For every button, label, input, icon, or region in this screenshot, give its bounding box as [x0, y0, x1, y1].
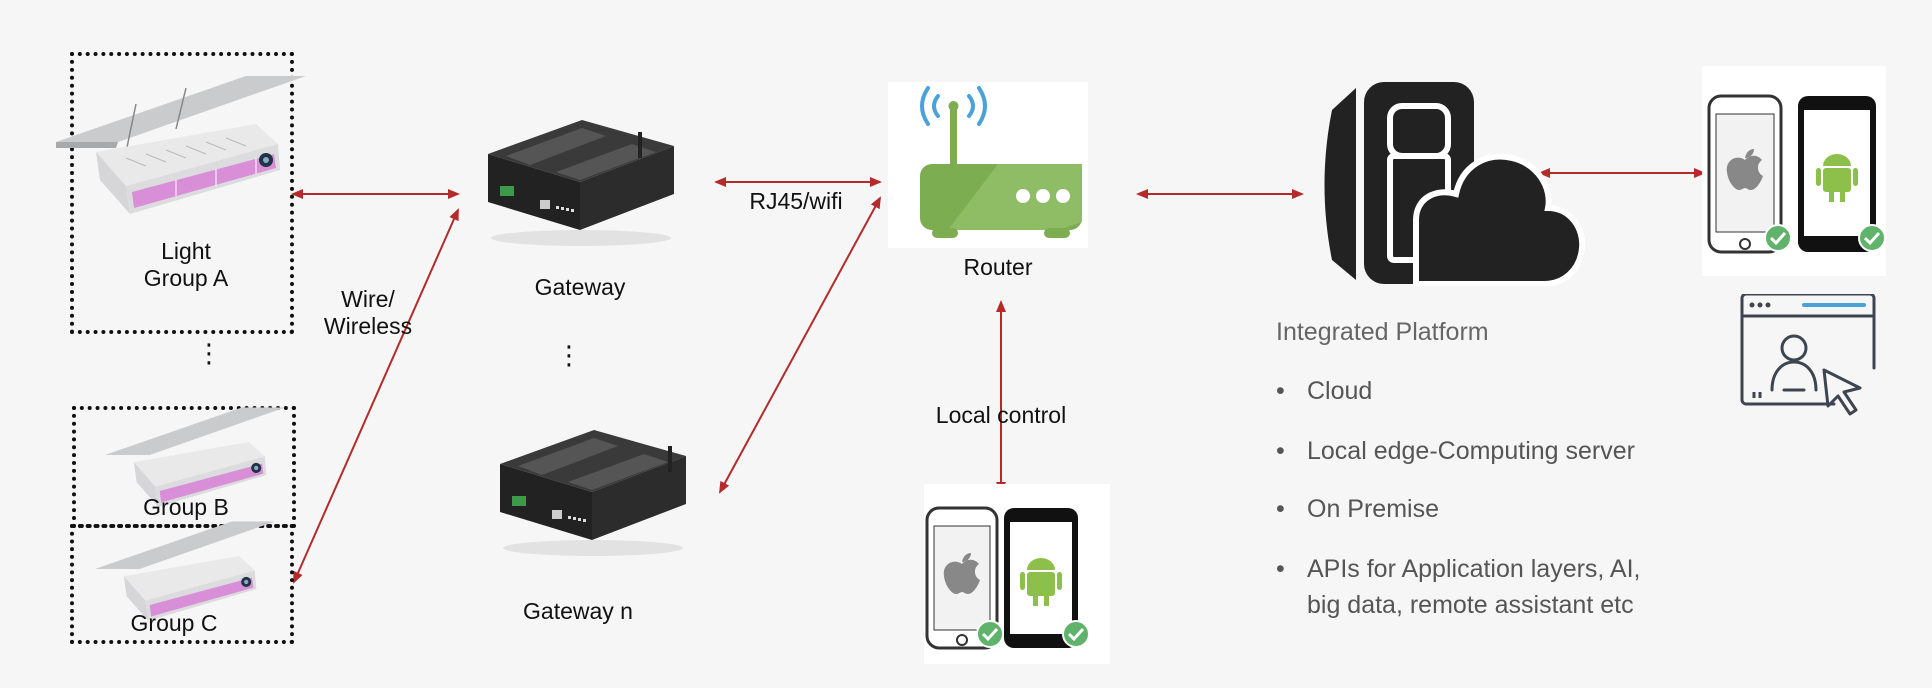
gateway-device-icon [488, 120, 674, 246]
router-icon [888, 82, 1088, 248]
platform-title: Integrated Platform [1276, 318, 1489, 346]
router-label: Router [963, 254, 1033, 280]
bullet-text: On Premise [1307, 495, 1439, 523]
light-group-c-box [70, 524, 294, 644]
gateway-n-label: Gateway n [523, 598, 633, 624]
gateways-ellipsis: ⋮ [556, 340, 582, 370]
local-control-label: Local control [935, 402, 1067, 428]
cloud-server-icon [1324, 82, 1586, 286]
bullet-dot: • [1276, 495, 1285, 523]
bullet-dot: • [1276, 377, 1285, 405]
platform-bullet-cloud: • Cloud [1276, 374, 1676, 410]
rj45-wifi-label: RJ45/wifi [749, 188, 843, 214]
group-c-label: Group C [130, 610, 218, 636]
arrow-groupC-gateway [293, 208, 459, 584]
bullet-text: Cloud [1307, 377, 1373, 405]
group-b-label: Group B [143, 494, 229, 520]
gateway-device-icon [500, 430, 686, 556]
checkmark-badge-icon [976, 620, 1090, 648]
group-a-label: Light Group A [143, 238, 229, 291]
checkmark-badge-icon [1764, 224, 1886, 252]
remote-phones [1702, 66, 1886, 276]
bullet-text: Local edge-Computing server [1307, 437, 1635, 465]
bullet-dot: • [1276, 555, 1285, 583]
grow-light-icon [56, 76, 306, 214]
platform-bullet-apis: • APIs for Application layers, AI, big d… [1276, 552, 1676, 624]
bullet-text: APIs for Application layers, AI, [1307, 555, 1641, 583]
platform-bullet-edge: • Local edge-Computing server [1276, 434, 1676, 470]
wire-wireless-label: Wire/ Wireless [323, 286, 413, 339]
android-phone-icon [1798, 96, 1876, 252]
gateway-label: Gateway [534, 274, 626, 300]
bullet-dot: • [1276, 437, 1285, 465]
local-phones [924, 484, 1110, 664]
iphone-icon [1707, 94, 1783, 254]
iphone-icon [925, 506, 999, 650]
light-group-a-box [70, 52, 294, 334]
arrow-gatewayn-router [719, 196, 881, 494]
android-phone-icon [1004, 508, 1078, 648]
groups-ellipsis: ⋮ [196, 338, 222, 368]
grow-light-icon [105, 407, 285, 507]
web-user-icon [1740, 294, 1876, 416]
platform-bullet-onpremise: • On Premise [1276, 492, 1676, 528]
grow-light-icon [95, 521, 275, 621]
bullet-text-continued: big data, remote assistant etc [1307, 591, 1634, 619]
